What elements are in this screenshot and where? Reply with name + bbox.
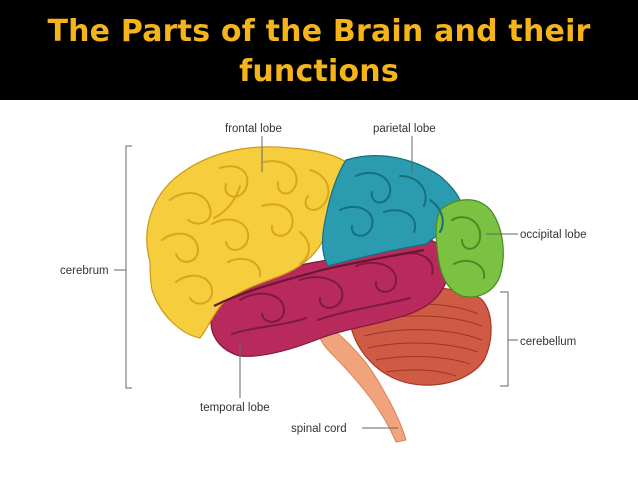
- label-temporal-lobe: temporal lobe: [200, 402, 270, 414]
- slide-title-line-1: The Parts of the Brain and their: [47, 14, 591, 49]
- temporal-gyri: [231, 252, 434, 335]
- cerebellum-bracket: [500, 291, 518, 387]
- brainstem-shape: [318, 321, 407, 443]
- frontal-gyri: [161, 160, 330, 305]
- parietal-gyri: [339, 171, 444, 237]
- cerebrum-bracket: [114, 145, 132, 389]
- label-frontal-lobe: frontal lobe: [225, 123, 282, 135]
- lateral-fissure: [213, 248, 425, 307]
- temporal-lobe-shape: [210, 239, 449, 357]
- label-cerebrum: cerebrum: [60, 265, 109, 277]
- title-bar: [0, 0, 638, 100]
- label-cerebellum: cerebellum: [520, 336, 576, 348]
- occipital-gyri: [451, 216, 486, 279]
- label-parietal-lobe: parietal lobe: [373, 123, 436, 135]
- slide-title-line-2: functions: [239, 54, 399, 89]
- title-divider: [0, 100, 638, 102]
- label-spinal-cord: spinal cord: [291, 423, 347, 435]
- label-occipital-lobe: occipital lobe: [520, 229, 586, 241]
